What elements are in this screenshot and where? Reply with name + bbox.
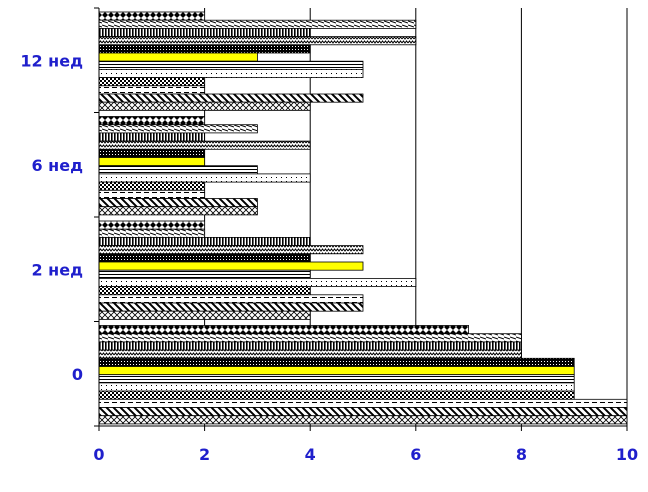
bar-2-5	[98, 261, 364, 271]
bar-1-6	[98, 165, 258, 175]
bar-3-10	[98, 407, 628, 417]
bar-2-8	[98, 286, 311, 296]
bar-1-2	[98, 132, 205, 142]
bar-0-5	[98, 52, 258, 62]
bar-0-4	[98, 44, 311, 54]
bar-3-0	[98, 325, 470, 335]
bar-1-4	[98, 148, 205, 158]
bar-3-3	[98, 349, 522, 359]
bar-0-0	[98, 11, 205, 21]
bar-2-1	[98, 228, 205, 238]
bar-3-5	[98, 366, 575, 376]
bar-3-1	[98, 333, 522, 343]
bar-2-6	[98, 269, 311, 279]
bar-2-10	[98, 302, 364, 312]
y-tick-label-0: 12 нед	[20, 51, 83, 70]
bar-1-5	[98, 157, 205, 167]
y-tick-label-2: 2 нед	[31, 260, 83, 279]
bar-3-4	[98, 357, 575, 367]
bar-0-6	[98, 60, 364, 70]
x-tick-label-2: 4	[305, 445, 316, 464]
bar-0-3	[98, 36, 417, 46]
bar-2-9	[98, 294, 364, 304]
bar-1-1	[98, 124, 258, 134]
bar-1-10	[98, 198, 258, 208]
bar-0-1	[98, 19, 417, 29]
x-tick-label-5: 10	[616, 445, 638, 464]
bar-0-11	[98, 101, 311, 111]
tick-labels: 0 2 4 6 8 10 12 нед 6 нед 2 нед 0	[20, 51, 638, 464]
bar-3-11	[98, 415, 628, 425]
bar-0-9	[98, 85, 205, 95]
axes	[94, 7, 628, 431]
bar-1-9	[98, 189, 205, 199]
x-tick-label-4: 8	[516, 445, 527, 464]
bar-1-0	[98, 116, 205, 126]
bar-0-2	[98, 27, 311, 37]
bar-3-6	[98, 374, 575, 384]
bar-2-3	[98, 245, 364, 255]
bar-2-11	[98, 310, 311, 320]
bar-0-7	[98, 69, 364, 79]
bar-2-2	[98, 236, 311, 246]
bar-0-8	[98, 77, 205, 87]
bar-2-7	[98, 277, 417, 287]
x-tick-label-3: 6	[410, 445, 421, 464]
bar-1-8	[98, 181, 205, 191]
bar-2-0	[98, 220, 205, 230]
bar-3-2	[98, 341, 522, 351]
x-tick-label-0: 0	[93, 445, 104, 464]
bars	[98, 11, 628, 425]
bar-1-11	[98, 206, 258, 216]
y-tick-label-3: 0	[72, 365, 83, 384]
bar-2-4	[98, 253, 311, 263]
bar-3-7	[98, 382, 575, 392]
bar-1-7	[98, 173, 311, 183]
y-tick-label-1: 6 нед	[31, 156, 83, 175]
bar-0-10	[98, 93, 364, 103]
x-tick-label-1: 2	[199, 445, 210, 464]
bar-3-9	[98, 398, 628, 408]
bar-1-3	[98, 140, 311, 150]
bar-3-8	[98, 390, 575, 400]
